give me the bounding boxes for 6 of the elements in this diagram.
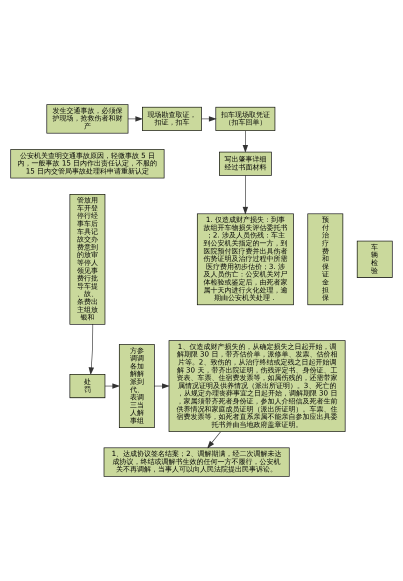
arrow: [207, 431, 222, 449]
arrow: [154, 383, 170, 389]
arrow: [88, 324, 94, 376]
arrow: [104, 383, 120, 389]
arrow: [242, 130, 248, 153]
arrow: [242, 175, 248, 215]
